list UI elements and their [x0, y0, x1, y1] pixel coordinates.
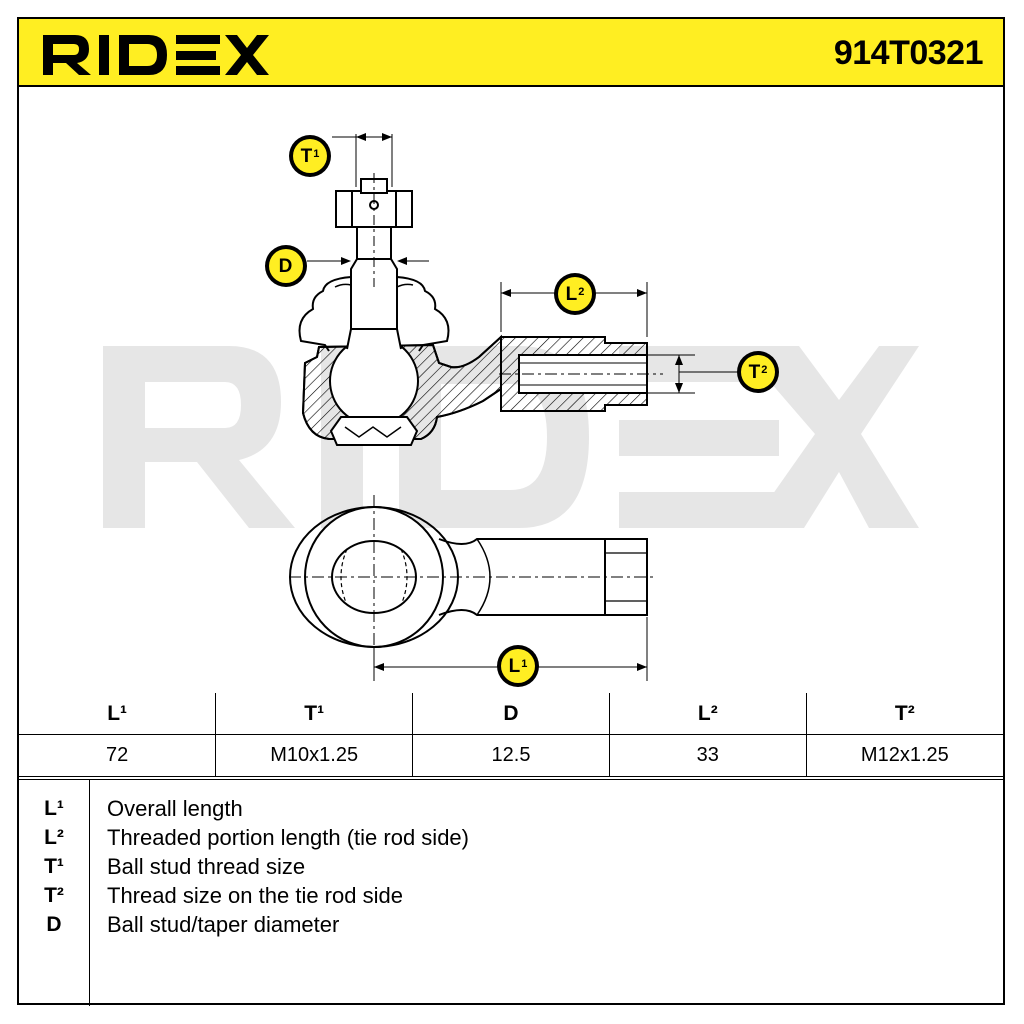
- legend-key: L²: [44, 826, 64, 849]
- spec-value-cell: 72: [19, 734, 217, 777]
- part-number: 914T0321: [833, 34, 984, 72]
- spec-value-cell: M10x1.25: [215, 734, 414, 777]
- spec-table: L¹ T¹ D L² T² 72 M10x1.25 12.5 33 M12x1.…: [19, 693, 1003, 777]
- label-l2-main: L: [565, 283, 578, 305]
- spec-header-cell: D: [412, 693, 610, 735]
- legend-text: Overall length: [107, 796, 243, 821]
- legend-key-column: [19, 780, 90, 1006]
- spec-value-cell: M12x1.25: [805, 734, 1003, 777]
- legend-text: Threaded portion length (tie rod side): [107, 825, 469, 850]
- legend-key: T²: [44, 884, 64, 907]
- label-l2-sup: 2: [578, 285, 585, 298]
- spec-header-cell: T²: [805, 693, 1003, 735]
- legend-text: Ball stud/taper diameter: [107, 912, 340, 937]
- label-d-badge: D: [265, 245, 307, 287]
- legend-text: Ball stud thread size: [107, 854, 306, 879]
- legend-key: T¹: [44, 855, 64, 878]
- spec-header-cell: L¹: [19, 693, 217, 735]
- label-t1-main: T: [300, 145, 313, 167]
- spec-sheet: 914T0321: [17, 17, 1005, 1006]
- label-t1-sup: 1: [313, 147, 320, 160]
- legend: L¹ Overall length L² Threaded portion le…: [19, 779, 1003, 1006]
- legend-text: Thread size on the tie rod side: [107, 883, 403, 908]
- brand-logo: [39, 27, 269, 84]
- label-l1-main: L: [508, 655, 521, 677]
- label-t2-main: T: [748, 361, 761, 383]
- header-bar: 914T0321: [19, 19, 1003, 87]
- spec-value-row: 72 M10x1.25 12.5 33 M12x1.25: [19, 734, 1003, 777]
- label-t2-sup: 2: [761, 363, 768, 376]
- legend-key: D: [46, 913, 62, 936]
- tie-rod-end-drawing: [289, 133, 737, 681]
- spec-header-cell: T¹: [215, 693, 414, 735]
- spec-value-cell: 12.5: [412, 734, 610, 777]
- label-d-main: D: [278, 255, 293, 277]
- label-l1-sup: 1: [521, 657, 528, 670]
- spec-value-cell: 33: [608, 734, 807, 777]
- legend-key: L¹: [44, 797, 64, 820]
- spec-header-row: L¹ T¹ D L² T²: [19, 693, 1003, 735]
- ridex-logo-graphic: [43, 35, 269, 75]
- spec-header-cell: L²: [608, 693, 807, 735]
